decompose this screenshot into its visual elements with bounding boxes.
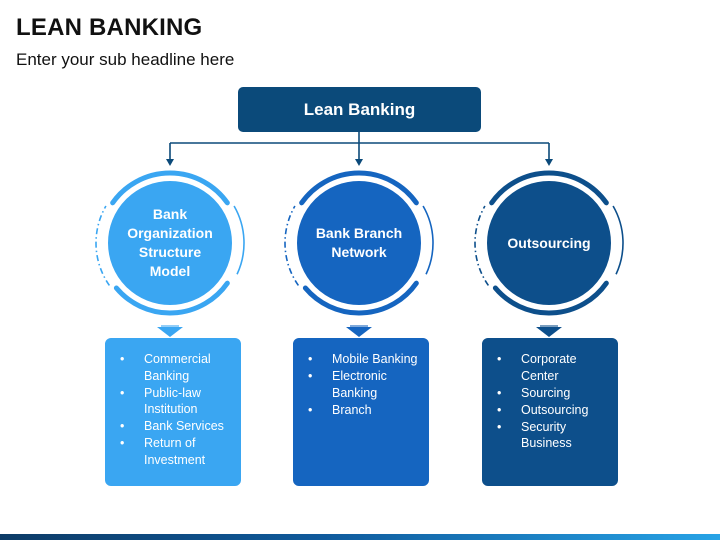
detail-item-text: Public-law Institution xyxy=(144,385,201,417)
arrowhead-icon xyxy=(166,159,174,166)
detail-list-item: • Security Business xyxy=(497,419,607,452)
down-pointer-icon-3 xyxy=(536,325,562,337)
detail-list-item: • Bank Services xyxy=(120,418,230,435)
detail-list-item: • Public-law Institution xyxy=(120,385,230,418)
ring-arc-bottom xyxy=(492,280,609,316)
detail-list-item: • Return of Investment xyxy=(120,435,230,468)
arrowhead-icon xyxy=(545,159,553,166)
detail-list-item: • Sourcing xyxy=(497,385,607,402)
ring-arc-left xyxy=(95,205,111,286)
node-detail-list-2: • Mobile Banking • Electronic Banking • Branc… xyxy=(308,351,418,418)
bullet-icon: • xyxy=(497,385,502,400)
detail-list-item: • Electronic Banking xyxy=(308,368,418,401)
detail-list-item: • Outsourcing xyxy=(497,402,607,419)
node-circle-2: Bank Branch Network xyxy=(284,168,434,318)
node-detail-box-2: • Mobile Banking • Electronic Banking • Branc… xyxy=(293,338,429,486)
down-pointer-icon-2 xyxy=(346,325,372,337)
pointer-triangle xyxy=(536,327,562,337)
arrowhead-icon xyxy=(355,159,363,166)
node-circle-label-2: Bank Branch Network xyxy=(294,178,424,308)
detail-list-item: • Mobile Banking xyxy=(308,351,418,368)
bullet-icon: • xyxy=(120,352,125,366)
bullet-icon: • xyxy=(120,385,125,400)
node-circle-3: Outsourcing xyxy=(474,168,624,318)
node-detail-box-3: • Corporate Center • Sourcing • Outsourcing • S… xyxy=(482,338,618,486)
ring-arc-top xyxy=(299,170,419,206)
bullet-icon: • xyxy=(308,402,313,417)
ring-arc-left xyxy=(474,205,490,286)
bullet-icon: • xyxy=(497,352,502,366)
node-ring-2 xyxy=(284,170,434,316)
bullet-icon: • xyxy=(308,369,313,383)
bullet-icon: • xyxy=(120,436,125,450)
detail-list-item: • Commercial Banking xyxy=(120,351,230,384)
detail-item-text: Outsourcing xyxy=(521,402,589,417)
detail-item-text: Bank Services xyxy=(144,419,224,433)
node-label-2: Bank Branch Network xyxy=(315,225,403,260)
node-ring-1 xyxy=(95,170,245,316)
down-pointer-icon-1 xyxy=(157,325,183,337)
ring-arc-right xyxy=(422,205,434,275)
bullet-icon: • xyxy=(308,352,313,366)
detail-item-text: Corporate Center xyxy=(521,352,577,383)
detail-item-text: Commercial Banking xyxy=(144,352,211,383)
detail-item-text: Branch xyxy=(332,402,372,417)
root-node-lean-banking: Lean Banking xyxy=(238,87,481,132)
node-ring-3 xyxy=(474,170,624,316)
ring-arc-bottom xyxy=(113,280,230,316)
ring-arc-right xyxy=(612,205,624,275)
node-circle-label-3: Outsourcing xyxy=(484,178,614,308)
node-label-1: Bank Organization Structure Model xyxy=(127,206,213,279)
ring-arc-bottom xyxy=(302,280,419,316)
bullet-icon: • xyxy=(497,402,502,417)
ring-arc-right xyxy=(233,205,245,275)
ring-arc-left xyxy=(284,205,300,286)
node-detail-list-1: • Commercial Banking • Public-law Instituti… xyxy=(120,351,230,468)
footer-gradient-bar xyxy=(0,534,720,540)
pointer-triangle xyxy=(346,327,372,337)
detail-item-text: Mobile Banking xyxy=(332,352,418,366)
page-title: LEAN BANKING xyxy=(16,14,203,41)
pointer-triangle xyxy=(157,327,183,337)
detail-list-item: • Branch xyxy=(308,402,418,419)
detail-item-text: Sourcing xyxy=(521,385,571,400)
detail-item-text: Return of Investment xyxy=(144,436,206,467)
node-label-3: Outsourcing xyxy=(507,234,591,251)
root-node-label: Lean Banking xyxy=(303,99,416,119)
detail-list-item: • Corporate Center xyxy=(497,351,607,384)
node-detail-list-3: • Corporate Center • Sourcing • Outsourcing • S… xyxy=(497,351,607,452)
detail-item-text: Security Business xyxy=(521,419,572,451)
ring-arc-top xyxy=(489,170,609,206)
page-subtitle: Enter your sub headline here xyxy=(16,50,235,69)
ring-arc-top xyxy=(110,170,230,206)
node-circle-1: Bank Organization Structure Model xyxy=(95,168,245,318)
detail-item-text: Electronic Banking xyxy=(332,369,387,400)
node-detail-box-1: • Commercial Banking • Public-law Instituti… xyxy=(105,338,241,486)
bullet-icon: • xyxy=(120,419,125,433)
node-circle-label-1: Bank Organization Structure Model xyxy=(105,178,235,308)
bullet-icon: • xyxy=(497,419,502,434)
